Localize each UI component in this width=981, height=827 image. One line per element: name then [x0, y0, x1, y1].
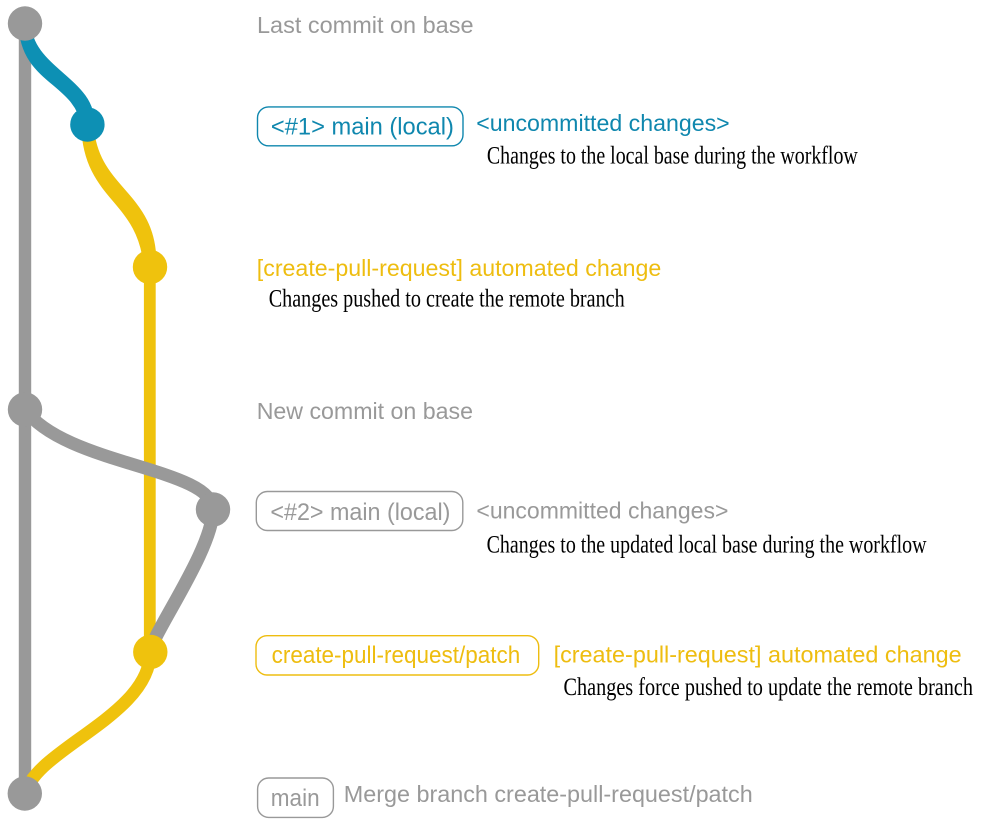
svg-text:<#2> main (local): <#2> main (local)	[270, 499, 450, 526]
svg-text:Merge branch create-pull-reque: Merge branch create-pull-request/patch	[344, 781, 753, 807]
svg-text:Changes to the local base duri: Changes to the local base during the wor…	[487, 143, 858, 170]
svg-text:Changes force pushed to update: Changes force pushed to update the remot…	[564, 674, 974, 701]
svg-text:Last commit on base: Last commit on base	[257, 12, 474, 38]
svg-text:[create-pull-request] automate: [create-pull-request] automated change	[554, 642, 962, 668]
svg-text:Changes to the updated local b: Changes to the updated local base during…	[487, 532, 927, 559]
svg-text:create-pull-request/patch: create-pull-request/patch	[272, 642, 521, 669]
svg-text:Changes pushed to create the r: Changes pushed to create the remote bran…	[269, 285, 625, 312]
svg-text:<#1> main (local): <#1> main (local)	[271, 114, 454, 141]
svg-text:<uncommitted changes>: <uncommitted changes>	[476, 110, 730, 136]
svg-text:[create-pull-request] automate: [create-pull-request] automated change	[257, 255, 662, 281]
svg-text:<uncommitted changes>: <uncommitted changes>	[476, 498, 728, 524]
svg-text:main: main	[271, 785, 320, 812]
svg-text:New commit on base: New commit on base	[257, 398, 473, 424]
